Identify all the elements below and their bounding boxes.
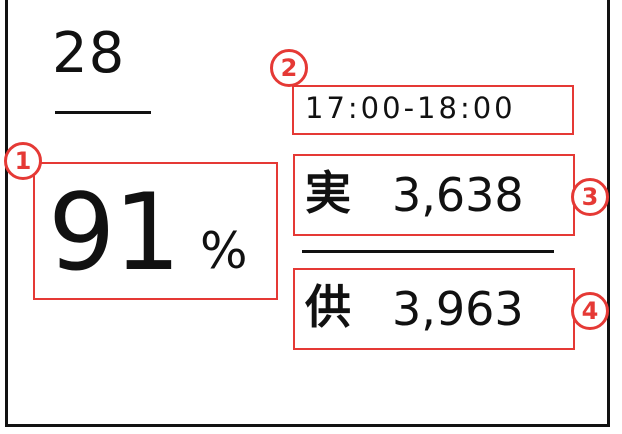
supply-label: 供 <box>305 280 351 334</box>
date-label: 28 <box>52 21 126 86</box>
usage-percent-value: 91 <box>48 171 181 294</box>
annotation-badge-2: 2 <box>270 49 308 87</box>
annotation-badge-3: 3 <box>571 178 609 216</box>
divider-line <box>302 250 554 253</box>
date-underline <box>55 111 151 114</box>
supply-value: 3,963 <box>392 282 524 336</box>
usage-percent-unit: % <box>200 222 248 280</box>
usage-percent-highlight <box>33 162 278 300</box>
actual-label: 実 <box>305 166 351 220</box>
annotation-badge-4: 4 <box>571 292 609 330</box>
annotation-badge-1: 1 <box>4 142 42 180</box>
time-range-highlight <box>292 85 574 135</box>
actual-value: 3,638 <box>392 168 524 222</box>
time-range: 17:00-18:00 <box>305 91 516 125</box>
